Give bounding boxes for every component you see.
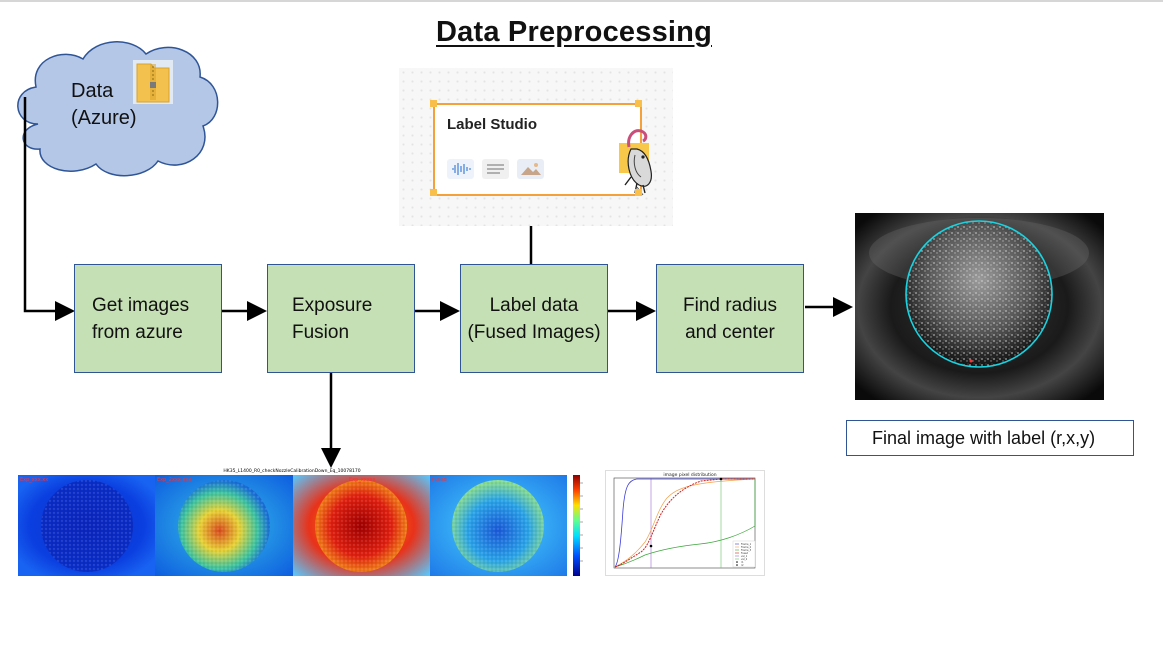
plot-title: image pixel distribution	[663, 472, 716, 478]
legend-entry-4: Fused	[741, 552, 748, 555]
zip-folder-icon	[133, 60, 173, 104]
frame-handle-tl	[430, 100, 437, 107]
panel-label-3: Exp_xxxxx	[349, 477, 376, 483]
cloud-label: Data (Azure)	[71, 78, 137, 132]
frame-handle-tr	[635, 100, 642, 107]
step-label-data[interactable]: Label data (Fused Images)	[460, 264, 608, 373]
exposure-fusion-strip: HK35_L1400_R0_checkNozzleCalibrationDown…	[18, 468, 583, 576]
final-labeled-image	[855, 213, 1104, 400]
frame-handle-bl	[430, 189, 437, 196]
step-exposure-fusion[interactable]: Exposure Fusion	[267, 264, 415, 373]
legend-entry-7: r1	[741, 561, 744, 564]
legend-entry-8: r2	[741, 564, 744, 567]
panel-label-4: Fused	[432, 477, 447, 483]
label-studio-frame: Label Studio	[433, 103, 652, 196]
step-find-radius[interactable]: Find radius and center	[656, 264, 804, 373]
image-icon	[517, 159, 544, 179]
fusion-strip-title: HK35_L1400_R0_checkNozzleCalibrationDown…	[223, 468, 360, 474]
audio-wave-icon	[447, 159, 474, 179]
step-get-images-label: Get images from azure	[92, 294, 190, 343]
opossum-mascot-icon	[619, 129, 652, 196]
diagram-title: Data Preprocessing	[436, 16, 712, 48]
legend-entry-6: val_2	[741, 558, 748, 561]
step-get-images[interactable]: Get images from azure	[74, 264, 222, 373]
step-exposure-fusion-label: Exposure Fusion	[292, 295, 373, 343]
final-image-caption: Final image with label (r,x,y)	[846, 420, 1134, 456]
plot-legend: Frame_1 Frame_2 Frame_3 Fused val_1 val_…	[732, 540, 756, 568]
cloud-label-line2: (Azure)	[71, 107, 137, 129]
legend-entry-2: Frame_2	[741, 546, 752, 549]
step-find-radius-label: Find radius and center	[683, 294, 777, 343]
frame-handle-br	[635, 189, 642, 196]
panel-label-2: Exp_2xxx.xxx	[157, 477, 191, 483]
text-lines-icon	[482, 159, 509, 179]
legend-entry-5: val_1	[741, 555, 748, 558]
pixel-distribution-plot: image pixel distribution Frame_1 Frame_2…	[605, 470, 765, 576]
legend-entry-3: Frame_3	[741, 549, 752, 552]
panel-label-1: Exp_xxx.xx	[20, 477, 48, 483]
legend-entry-1: Frame_1	[741, 543, 752, 546]
label-studio-title: Label Studio	[447, 116, 537, 133]
step-label-data-label: Label data (Fused Images)	[467, 294, 601, 343]
cloud-label-line1: Data	[71, 80, 114, 102]
label-studio-logo: Label Studio	[399, 68, 673, 226]
